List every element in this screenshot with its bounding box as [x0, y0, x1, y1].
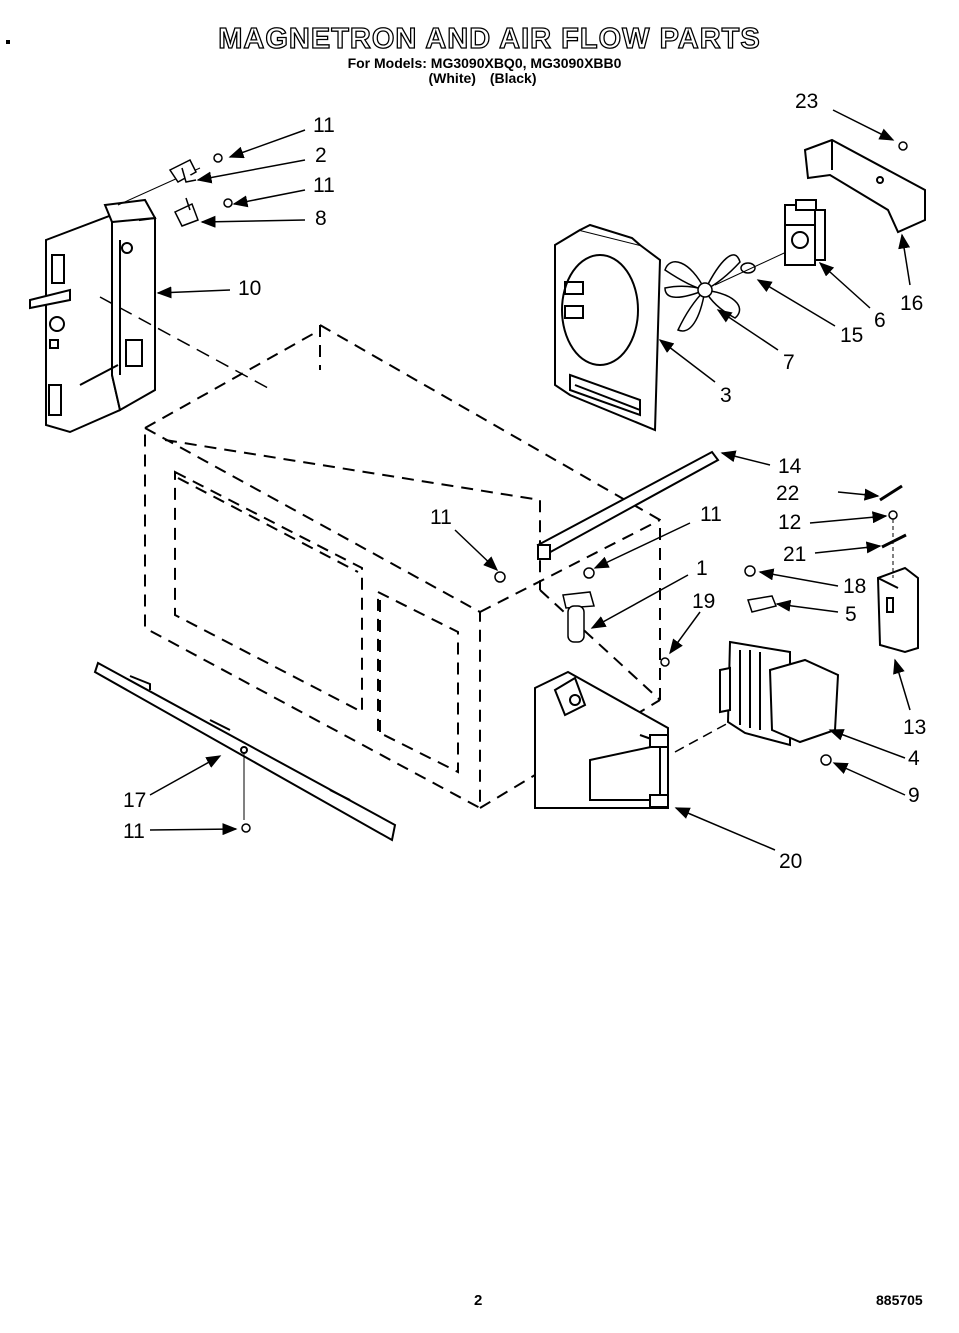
callout-22: 22: [776, 482, 799, 505]
screw-part-18: [744, 565, 756, 577]
callout-17: 17: [123, 789, 146, 812]
bottom-rail-part-17: [93, 661, 397, 842]
bracket-part-5: [747, 595, 778, 613]
thermal-cutout-part-1: [562, 591, 595, 643]
motor-bracket-part-16: [803, 138, 926, 234]
callout-13: 13: [903, 716, 926, 739]
callout-18: 18: [843, 575, 866, 598]
callout-3: 3: [720, 384, 732, 407]
magnetron-mount-line: [674, 721, 731, 753]
callout-4: 4: [908, 747, 920, 770]
washer-part-15: [740, 262, 756, 274]
magnetron-part-4: [719, 640, 840, 747]
callout-21: 21: [783, 543, 806, 566]
document-code: 885705: [876, 1292, 923, 1308]
callout-19: 19: [692, 590, 715, 613]
bracket-part-13: [876, 566, 919, 654]
colors-subtitle: (White) (Black): [428, 70, 537, 86]
callout-15: 15: [840, 324, 863, 347]
page-title: MAGNETRON AND AIR FLOW PARTS: [218, 22, 761, 55]
screw-part-23: [898, 141, 908, 151]
callout-23: 23: [795, 90, 818, 113]
switch-part-2: [168, 153, 223, 183]
switch-part-8: [173, 197, 233, 227]
callout-labels: 11 2 11 8 10 23 16 6 15 7 3 14 22 12 21 …: [123, 90, 926, 873]
callout-7: 7: [783, 351, 795, 374]
screw-part-11: [583, 567, 595, 579]
callout-8: 8: [315, 207, 327, 230]
callout-2: 2: [315, 144, 327, 167]
fan-shroud-part-3: [554, 223, 662, 432]
models-subtitle: For Models: MG3090XBQ0, MG3090XBB0: [347, 55, 622, 71]
pin-part-21: [881, 533, 907, 549]
callout-5: 5: [845, 603, 857, 626]
callout-11: 11: [313, 114, 335, 137]
screw-part-9: [820, 754, 832, 766]
callout-11: 11: [700, 503, 722, 526]
callout-11: 11: [313, 174, 335, 197]
screw-part-11: [494, 571, 506, 583]
callout-11: 11: [123, 820, 145, 843]
callout-6: 6: [874, 309, 886, 332]
callout-12: 12: [778, 511, 801, 534]
rail-part-14: [536, 450, 720, 560]
header: MAGNETRON AND AIR FLOW PARTS For Models:…: [0, 22, 959, 86]
motor-shaft-line: [714, 247, 796, 286]
callout-11: 11: [430, 506, 452, 529]
screw-part-12: [888, 510, 898, 520]
screw-part-11: [241, 823, 251, 833]
air-duct-bracket-part-10: [29, 198, 157, 434]
screw-part-19: [660, 657, 670, 667]
corner-mark: [6, 40, 10, 44]
leader-lines: [149, 109, 911, 851]
callout-14: 14: [778, 455, 802, 478]
callout-1: 1: [696, 557, 708, 580]
callout-16: 16: [900, 292, 923, 315]
callout-9: 9: [908, 784, 920, 807]
callout-10: 10: [238, 277, 261, 300]
fan-blade-part-7: [664, 254, 741, 332]
pin-part-22: [879, 484, 903, 502]
duct-to-cabinet-line: [99, 296, 269, 389]
callout-20: 20: [779, 850, 802, 873]
air-guide-part-20: [534, 670, 669, 809]
page-number: 2: [474, 1292, 483, 1309]
fan-motor-part-6: [784, 199, 826, 266]
